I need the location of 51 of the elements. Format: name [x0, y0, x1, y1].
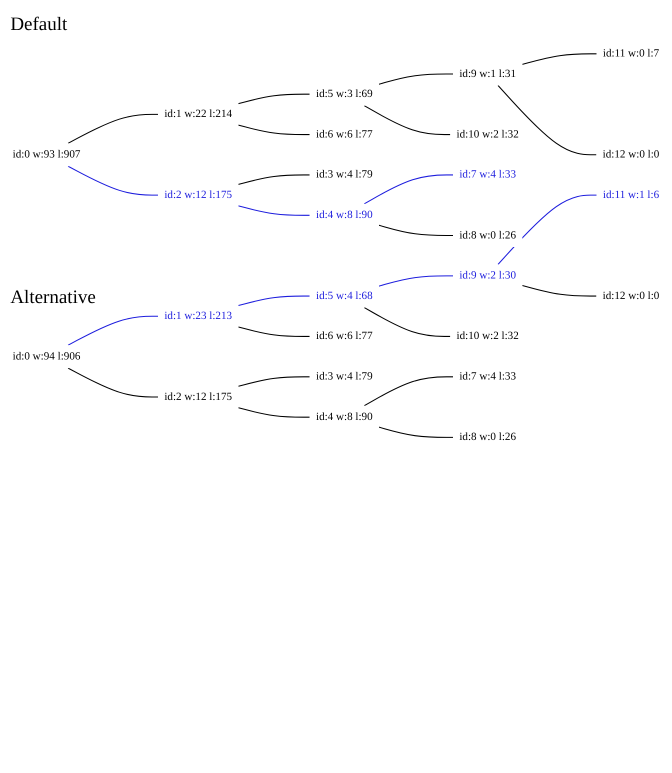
connector: [238, 205, 310, 216]
connector: [238, 296, 310, 306]
node-text: id:5 w:3 l:69: [316, 88, 373, 100]
connector: [364, 307, 450, 337]
connector: [238, 376, 310, 387]
connector: [378, 426, 453, 438]
connector: [238, 94, 310, 104]
node-text: id:8 w:0 l:26: [459, 431, 516, 444]
node-text: id:7 w:4 l:33: [459, 169, 516, 181]
tree-heading: Default: [10, 14, 68, 36]
connector: [68, 316, 158, 346]
connector: [498, 85, 596, 156]
connector: [522, 284, 596, 297]
connector: [238, 124, 310, 136]
connector: [522, 53, 597, 65]
node-text: id:2 w:12 l:175: [164, 391, 232, 403]
connector: [378, 224, 453, 236]
node-text: id:9 w:1 l:31: [459, 68, 516, 80]
connector: [68, 114, 158, 144]
connector: [68, 368, 158, 398]
node-text: id:1 w:22 l:214: [164, 108, 232, 120]
connector: [498, 194, 597, 265]
node-text: id:11 w:1 l:6: [602, 189, 660, 202]
connector: [378, 73, 453, 85]
node-text: id:2 w:12 l:175: [164, 189, 232, 202]
node-text: id:4 w:8 l:90: [316, 411, 373, 424]
node-text: id:3 w:4 l:79: [316, 370, 373, 383]
node-text: id:1 w:23 l:213: [164, 310, 232, 322]
node-text: id:4 w:8 l:90: [316, 209, 373, 222]
node-text: id:7 w:4 l:33: [459, 370, 516, 383]
node-text: id:12 w:0 l:0: [602, 290, 660, 302]
node-text: id:5 w:4 l:68: [316, 290, 373, 302]
node-text: id:10 w:2 l:32: [456, 330, 519, 342]
node-text: id:12 w:0 l:0: [602, 148, 660, 161]
node-text: id:0 w:93 l:907: [12, 148, 80, 161]
connector: [238, 326, 310, 337]
connector: [364, 174, 453, 204]
connector: [238, 407, 310, 418]
connector: [364, 105, 450, 136]
connector: [238, 174, 310, 185]
node-text: id:0 w:94 l:906: [12, 350, 80, 363]
node-text: id:10 w:2 l:32: [456, 128, 519, 141]
node-text: id:6 w:6 l:77: [316, 128, 373, 141]
node-text: id:9 w:2 l:30: [459, 270, 516, 282]
node-text: id:3 w:4 l:79: [316, 169, 373, 181]
node-text: id:6 w:6 l:77: [316, 330, 373, 342]
connector: [378, 275, 453, 287]
tree-heading: Alternative: [10, 287, 96, 310]
node-text: id:11 w:0 l:7: [602, 48, 660, 60]
connector: [68, 166, 158, 196]
connector: [364, 376, 453, 406]
